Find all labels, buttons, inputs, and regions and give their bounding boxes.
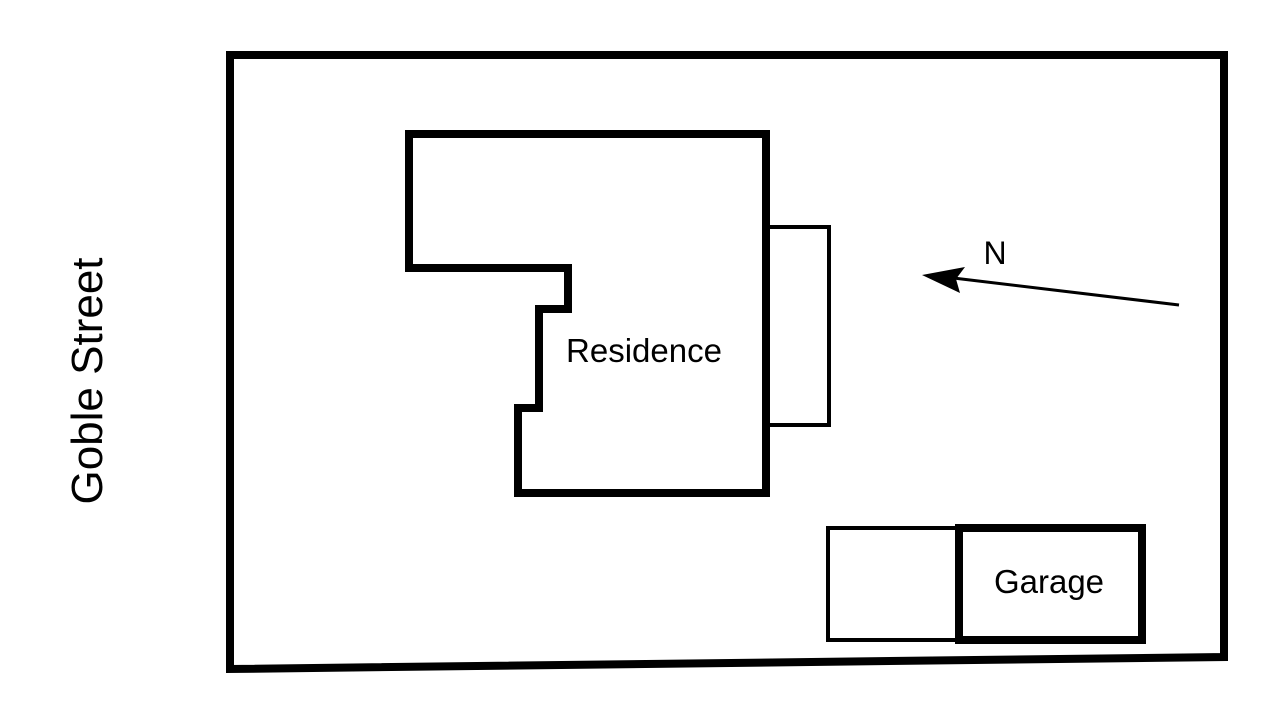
street-label: Goble Street [63,257,112,504]
driveway-pad [826,526,961,642]
garage-outline [955,524,1146,644]
garage-label: Garage [994,563,1104,600]
residence-porch [766,225,831,427]
residence-outline [405,130,770,497]
property-boundary [226,51,1228,674]
north-arrow-icon [922,267,1180,307]
residence-label: Residence [566,332,722,369]
north-label: N [983,235,1006,271]
